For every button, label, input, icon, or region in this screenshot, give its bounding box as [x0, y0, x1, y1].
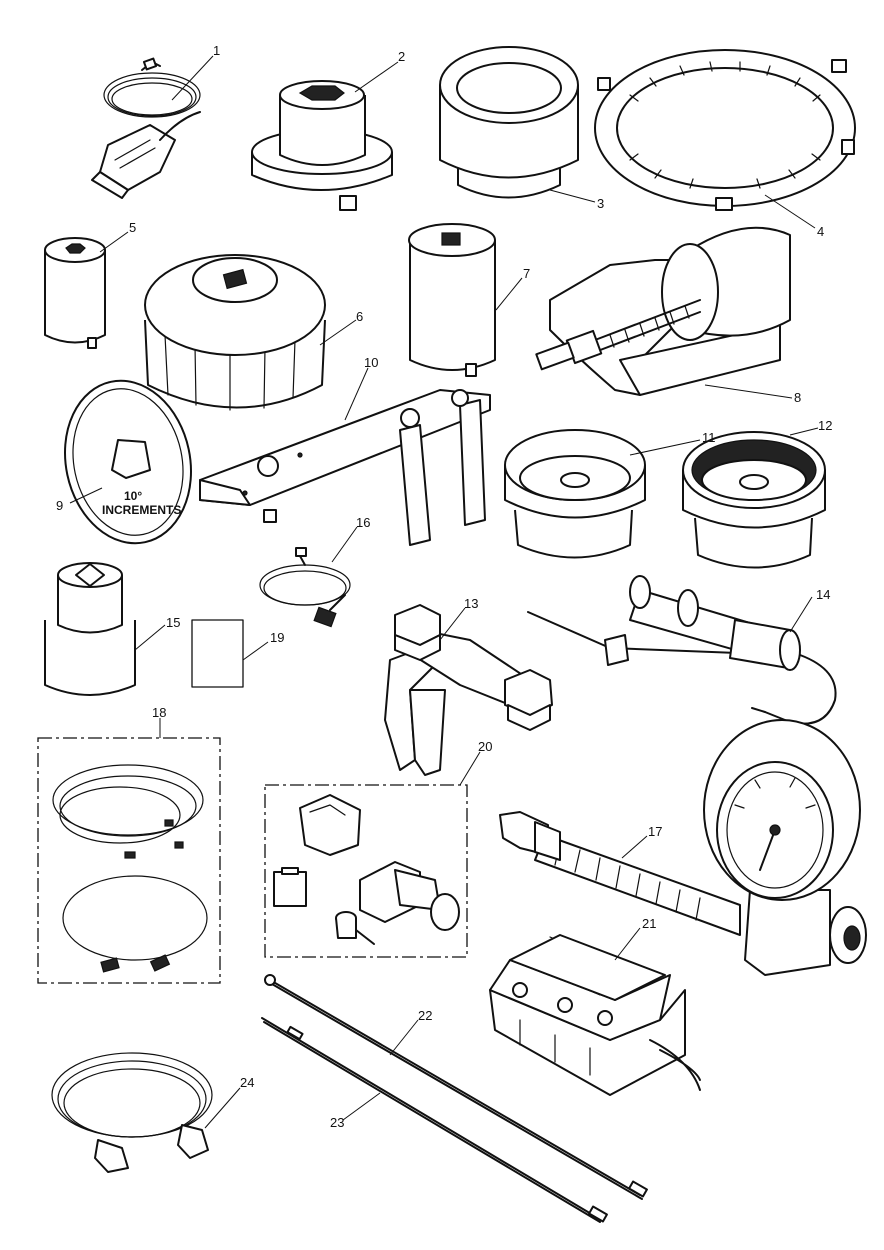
tool-16-harness-lead [259, 547, 351, 628]
callout-13: 13 [464, 596, 478, 611]
tool-19-instruction-card [191, 619, 244, 688]
callout-1: 1 [213, 43, 220, 58]
callout-17: 17 [648, 824, 662, 839]
tool-8-bearing-puller [535, 226, 791, 396]
dial-label-increments: INCREMENTS [102, 503, 181, 517]
tool-21-charger-unit [489, 934, 701, 1096]
tool-7-tall-socket [408, 223, 496, 377]
callout-21: 21 [642, 916, 656, 931]
callout-9: 9 [56, 498, 63, 513]
callout-numbers: 1 2 3 4 5 6 7 8 9 10 11 12 13 14 15 16 1… [56, 43, 832, 1130]
callout-11: 11 [702, 430, 716, 445]
callout-19: 19 [270, 630, 284, 645]
tool-23-probe-rod [261, 1017, 608, 1223]
tool-3-large-socket [439, 46, 579, 199]
callout-5: 5 [129, 220, 136, 235]
dial-label-angle: 10° [124, 489, 142, 503]
tool-2-socket-adaptor [251, 80, 393, 211]
tool-14-fluid-syringe [527, 575, 837, 725]
callout-14: 14 [816, 587, 830, 602]
callout-leaders [69, 55, 819, 1129]
callout-15: 15 [166, 615, 180, 630]
tool-24-harness-lead [51, 1052, 213, 1173]
tool-17-pressure-gauge [499, 719, 867, 976]
callout-3: 3 [597, 196, 604, 211]
callout-7: 7 [523, 266, 530, 281]
tool-10-holding-fixture [199, 389, 491, 546]
tool-15-stepped-socket [44, 562, 136, 696]
tool-5-small-socket [44, 237, 106, 349]
callout-8: 8 [794, 390, 801, 405]
callout-24: 24 [240, 1075, 254, 1090]
callout-16: 16 [356, 515, 370, 530]
tool-11-seal-installer [504, 429, 646, 559]
tool-22-probe-rod [264, 974, 648, 1200]
callout-18: 18 [152, 705, 166, 720]
tool-18-harness-kit [37, 737, 221, 984]
callout-10: 10 [364, 355, 378, 370]
tool-13-locking-bracket [384, 604, 553, 776]
tool-20-adaptor-kit [264, 784, 468, 958]
callout-6: 6 [356, 309, 363, 324]
callout-23: 23 [330, 1115, 344, 1130]
callout-12: 12 [818, 418, 832, 433]
tool-9-angle-dial: 10° INCREMENTS [64, 379, 192, 545]
callout-4: 4 [817, 224, 824, 239]
callout-22: 22 [418, 1008, 432, 1023]
tool-6-oil-filter-wrench [144, 254, 326, 411]
tool-12-seal-installer [682, 431, 826, 569]
tool-1-diagnostic-cable [91, 57, 201, 199]
callout-2: 2 [398, 49, 405, 64]
callout-20: 20 [478, 739, 492, 754]
tool-4-notched-ring [594, 49, 856, 211]
